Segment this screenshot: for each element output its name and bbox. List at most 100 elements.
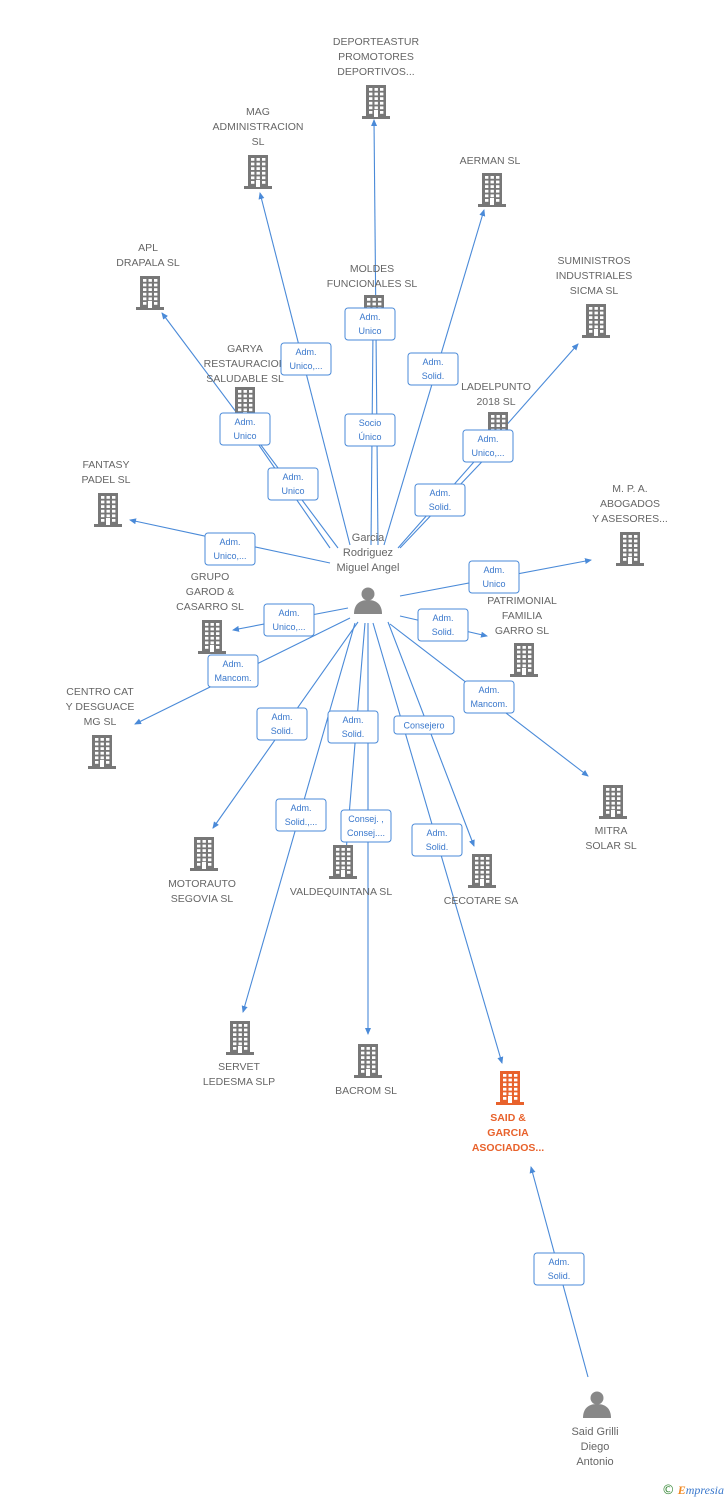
company-label-centro-line: CENTRO CAT <box>66 686 134 698</box>
edge-label-mag[interactable]: Adm.Unico,... <box>280 342 332 376</box>
brand-name: mpresia <box>685 1483 724 1497</box>
edge-label-motorauto[interactable]: Adm.Solid. <box>256 707 308 741</box>
edge-label-grupo-text: Adm.Unico,... <box>272 608 305 632</box>
edge-label-bacrom-text-line: Consej.... <box>347 828 385 838</box>
building-icon <box>88 735 116 769</box>
company-label-bacrom[interactable]: BACROM SL <box>335 1085 397 1097</box>
edge-label-aerman[interactable]: Adm.Solid. <box>407 352 459 386</box>
edge-label-mag-text-line: Adm. <box>295 347 316 357</box>
edge-label-apl-box <box>219 412 271 446</box>
company-label-mag-line: ADMINISTRACION <box>212 121 303 133</box>
company-node-aerman[interactable]: AERMAN SL <box>460 155 521 207</box>
edge-label-bacrom-box <box>340 809 392 843</box>
edge-label-centro[interactable]: Adm.Mancom. <box>207 654 259 688</box>
edge-label-mpa[interactable]: Adm.Unico <box>468 560 520 594</box>
company-label-servet-line: LEDESMA SLP <box>203 1076 275 1088</box>
company-label-motorauto-line: SEGOVIA SL <box>171 893 234 905</box>
edge-label-ladelpunto-box <box>414 483 466 517</box>
edge-label-apl[interactable]: Adm.Unico <box>219 412 271 446</box>
company-label-servet[interactable]: SERVET LEDESMA SLP <box>203 1061 275 1088</box>
edge-label-ladelpunto[interactable]: Adm.Solid. <box>414 483 466 517</box>
company-label-mpa-line: Y ASESORES... <box>592 513 668 525</box>
edge-label-aerman-text: Adm.Solid. <box>422 357 445 381</box>
company-label-ladelpunto-line: LADELPUNTO <box>461 381 531 393</box>
company-label-aerman[interactable]: AERMAN SL <box>460 155 521 167</box>
company-label-valdequintana-line: VALDEQUINTANA SL <box>290 886 392 898</box>
company-label-cecotare[interactable]: CECOTARE SA <box>444 895 518 907</box>
edge-label-bacrom[interactable]: Consej. ,Consej.... <box>340 809 392 843</box>
company-node-valdequintana[interactable]: VALDEQUINTANA SL <box>290 845 392 898</box>
edge-label-mpa-text-line: Unico <box>482 579 505 589</box>
edge-label-patrimonial[interactable]: Adm.Solid. <box>417 608 469 642</box>
building-icon <box>329 845 357 879</box>
edge-label-mitra-text-line: Adm. <box>478 685 499 695</box>
edge-label-garya-box <box>267 467 319 501</box>
company-node-servet[interactable]: SERVET LEDESMA SLP <box>203 1021 275 1088</box>
edge-label-fantasy-text-line: Unico,... <box>213 551 246 561</box>
edge-label-deporteastur-box <box>344 413 396 447</box>
company-label-said-line: ASOCIADOS... <box>472 1142 544 1154</box>
company-label-patrimonial-line: GARRO SL <box>495 625 549 637</box>
edge-label-grupo[interactable]: Adm.Unico,... <box>263 603 315 637</box>
edge-label-ladelpunto-text: Adm.Solid. <box>429 488 452 512</box>
edge-label-said[interactable]: Adm.Solid. <box>411 823 463 857</box>
edge-label-garya[interactable]: Adm.Unico <box>267 467 319 501</box>
edge-label-said-from-said-grilli-text-line: Adm. <box>548 1257 569 1267</box>
footer-brand[interactable]: ©Empresia <box>662 1483 724 1498</box>
edge-label-moldes-text-line: Adm. <box>359 312 380 322</box>
edge-label-deporteastur-text-line: Socio <box>359 418 382 428</box>
company-node-cecotare[interactable]: CECOTARE SA <box>444 854 518 907</box>
edge-label-servet[interactable]: Adm.Solid.,... <box>275 798 327 832</box>
edge-label-valdequintana[interactable]: Adm.Solid. <box>327 710 379 744</box>
company-label-servet-line: SERVET <box>218 1061 260 1073</box>
company-label-aerman-line: AERMAN SL <box>460 155 521 167</box>
company-node-bacrom[interactable]: BACROM SL <box>335 1044 397 1097</box>
edge-label-mitra[interactable]: Adm.Mancom. <box>463 680 515 714</box>
edge-label-moldes[interactable]: Adm.Unico <box>344 307 396 341</box>
edge-label-fantasy[interactable]: Adm.Unico,... <box>204 532 256 566</box>
edge-label-suministros[interactable]: Adm.Unico,... <box>462 429 514 463</box>
company-label-fantasy-line: PADEL SL <box>81 474 130 486</box>
edge-label-said-from-said-grilli[interactable]: Adm.Solid. <box>533 1252 585 1286</box>
company-label-apl-line: APL <box>138 242 158 254</box>
company-label-valdequintana[interactable]: VALDEQUINTANA SL <box>290 886 392 898</box>
edge-label-servet-text-line: Adm. <box>290 803 311 813</box>
edge-label-cecotare[interactable]: Consejero <box>393 715 455 735</box>
edge-label-aerman-box <box>407 352 459 386</box>
edge-label-valdequintana-box <box>327 710 379 744</box>
building-icon <box>362 85 390 119</box>
